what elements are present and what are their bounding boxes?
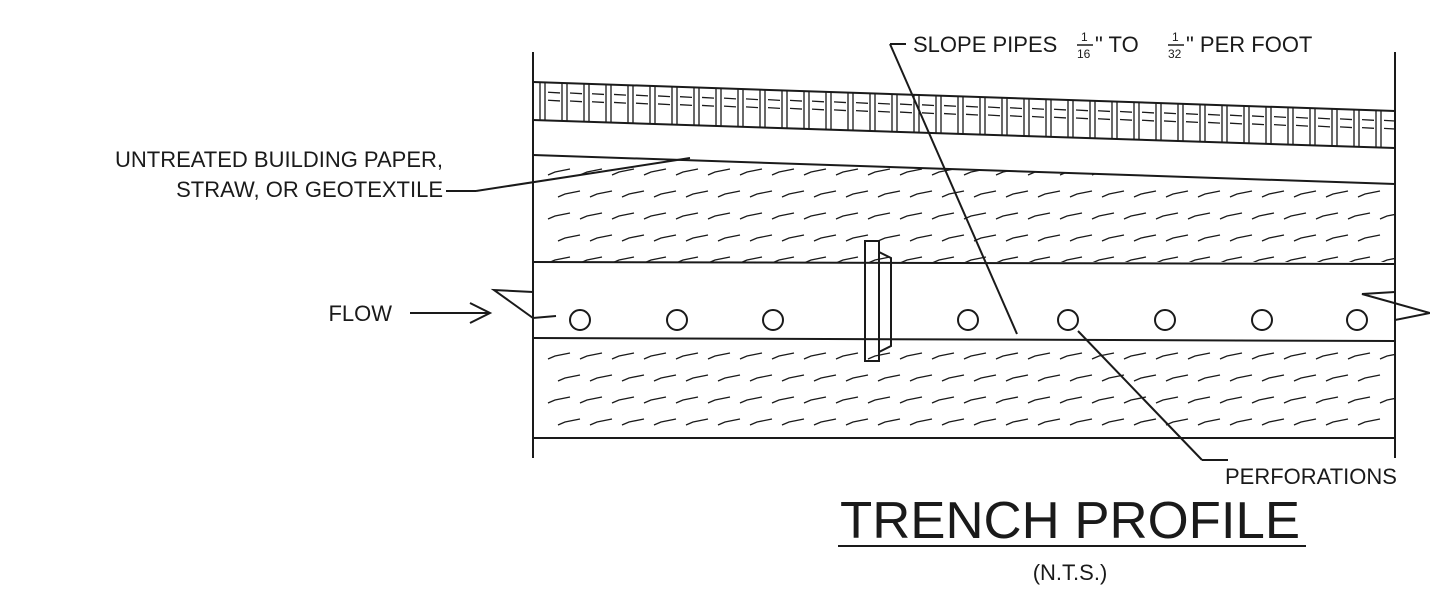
slope-fraction-1-numerator: 1: [1081, 30, 1088, 44]
right-break-symbol: [1361, 291, 1430, 321]
slope-fraction-2-denominator: 32: [1168, 47, 1182, 61]
perforation-holes: [569, 309, 1368, 331]
slope-label-between: " TO: [1095, 32, 1139, 57]
pipe-coupling: [864, 240, 892, 362]
stone-fill-upper: [532, 168, 1396, 265]
slope-label-prefix: SLOPE PIPES: [913, 32, 1057, 57]
flow-callout: FLOW: [328, 301, 493, 326]
slope-label-suffix: " PER FOOT: [1186, 32, 1312, 57]
slope-fraction-1-denominator: 16: [1077, 47, 1091, 61]
perforations-callout: PERFORATIONS: [1077, 330, 1397, 489]
perforations-label: PERFORATIONS: [1225, 464, 1397, 489]
slope-pipes-callout: SLOPE PIPES 1 16 " TO 1 32 " PER FOOT: [889, 30, 1312, 335]
paper-label-line2: STRAW, OR GEOTEXTILE: [176, 177, 443, 202]
diagram-subtitle: (N.T.S.): [1033, 560, 1108, 585]
building-paper-callout: UNTREATED BUILDING PAPER, STRAW, OR GEOT…: [115, 147, 691, 202]
soil-cover-layer: [532, 81, 1396, 149]
paper-label-line1: UNTREATED BUILDING PAPER,: [115, 147, 443, 172]
flow-arrow-head: [469, 302, 493, 324]
diagram-title: TRENCH PROFILE: [840, 492, 1300, 550]
flow-label: FLOW: [328, 301, 392, 326]
left-break-symbol: [490, 288, 557, 320]
slope-fraction-2-numerator: 1: [1172, 30, 1179, 44]
stone-fill-lower: [532, 337, 1396, 439]
